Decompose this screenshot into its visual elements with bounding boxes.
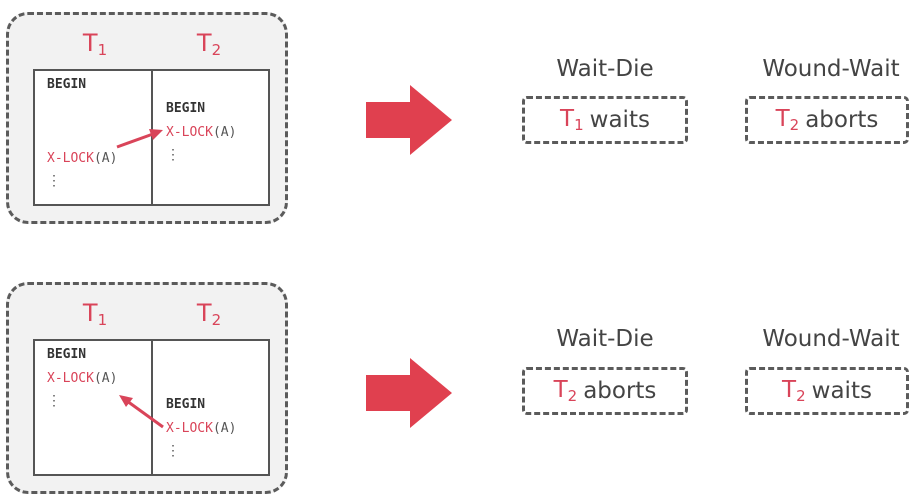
outcome-txn: T2 bbox=[775, 106, 800, 134]
t2-xlock: X-LOCK(A) bbox=[166, 421, 236, 437]
t2-label: T2 bbox=[196, 29, 222, 59]
outcome-action: aborts bbox=[583, 378, 657, 404]
t1-begin: BEGIN bbox=[47, 77, 87, 92]
xlock-arg: (A) bbox=[212, 125, 237, 140]
schedule-table: BEGIN X-LOCK(A) ⋮ BEGIN X-LOCK(A) ⋮ bbox=[33, 69, 270, 206]
column-divider bbox=[151, 341, 153, 474]
t1-label: T1 bbox=[82, 299, 108, 329]
wound-wait-title: Wound-Wait bbox=[762, 326, 900, 352]
t1-begin: BEGIN bbox=[47, 347, 87, 362]
t1-xlock: X-LOCK(A) bbox=[47, 151, 117, 167]
scenario-1-panel: T1 T2 BEGIN X-LOCK(A) ⋮ BEGIN X-LOCK(A) … bbox=[6, 12, 288, 224]
t1-label: T1 bbox=[82, 29, 108, 59]
outcome-action: waits bbox=[811, 378, 872, 404]
xlock-arg: (A) bbox=[93, 151, 118, 166]
t1-ellipsis: ⋮ bbox=[47, 173, 61, 189]
t1-ellipsis: ⋮ bbox=[47, 393, 61, 409]
scenario-2-panel: T1 T2 BEGIN X-LOCK(A) ⋮ BEGIN X-LOCK(A) … bbox=[6, 282, 288, 494]
t2-ellipsis: ⋮ bbox=[166, 443, 180, 459]
wait-die-title: Wait-Die bbox=[556, 326, 654, 352]
wound-wait-title: Wound-Wait bbox=[762, 56, 900, 82]
column-divider bbox=[151, 71, 153, 204]
schedule-table: BEGIN X-LOCK(A) ⋮ BEGIN X-LOCK(A) ⋮ bbox=[33, 339, 270, 476]
xlock-keyword: X-LOCK bbox=[166, 125, 213, 140]
xlock-arg: (A) bbox=[93, 371, 118, 386]
xlock-keyword: X-LOCK bbox=[47, 151, 94, 166]
xlock-arg: (A) bbox=[212, 421, 237, 436]
outcome-txn: T1 bbox=[560, 106, 584, 134]
outcome-action: waits bbox=[589, 107, 650, 133]
right-arrow-icon bbox=[366, 358, 452, 428]
t2-begin: BEGIN bbox=[166, 397, 206, 412]
right-arrow-icon bbox=[366, 85, 452, 155]
xlock-keyword: X-LOCK bbox=[166, 421, 213, 436]
xlock-keyword: X-LOCK bbox=[47, 371, 94, 386]
outcome-txn: T2 bbox=[553, 377, 578, 405]
outcome-txn: T2 bbox=[782, 377, 806, 405]
t2-ellipsis: ⋮ bbox=[166, 147, 180, 163]
t2-label: T2 bbox=[196, 299, 222, 329]
wait-die-title: Wait-Die bbox=[556, 56, 654, 82]
t1-xlock: X-LOCK(A) bbox=[47, 371, 117, 387]
t2-xlock: X-LOCK(A) bbox=[166, 125, 236, 141]
outcome-action: aborts bbox=[805, 107, 879, 133]
t2-begin: BEGIN bbox=[166, 101, 206, 116]
